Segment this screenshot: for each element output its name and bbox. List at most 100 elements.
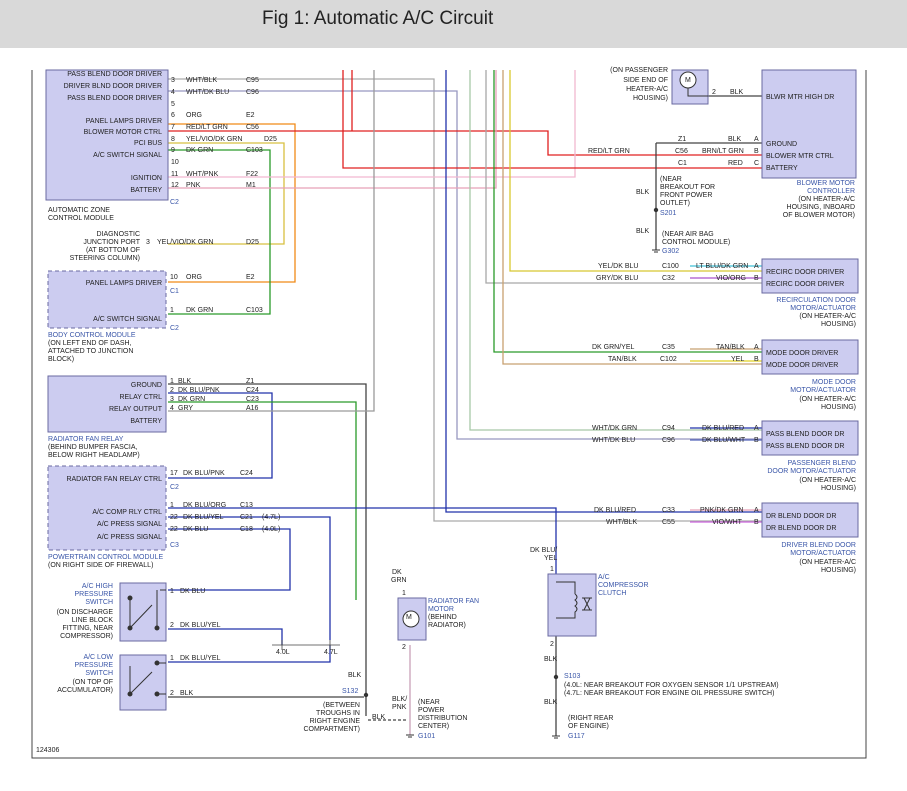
recirc-subcaption: HOUSING): [821, 321, 856, 328]
pcm-wire: DK BLU/PNK: [183, 470, 225, 477]
azc-circuit: C103: [246, 147, 263, 154]
bmc-pin-label: BATTERY: [766, 165, 798, 172]
bmc-subcaption: OF BLOWER MOTOR): [783, 212, 855, 219]
lps-pin: 1: [170, 655, 174, 662]
mode-actuator-box: [761, 339, 859, 375]
mode-right-wire: TAN/BLK: [716, 344, 745, 351]
hps-title: PRESSURE: [74, 591, 113, 598]
bmc-module-box: [761, 69, 857, 179]
bmc-wire: BLK: [728, 136, 742, 143]
hps-pin: 2: [170, 622, 174, 629]
rfr-pin-number: 4: [170, 405, 174, 412]
azc-circuit: C96: [246, 89, 259, 96]
bcm-pin-label: A/C SWITCH SIGNAL: [93, 316, 162, 323]
bcm-connector: C2: [170, 325, 179, 332]
azc-wire-color: WHT/PNK: [186, 171, 219, 178]
s132-dot: [363, 692, 369, 698]
djp-caption: JUNCTION PORT: [83, 239, 140, 246]
djp-circuit: D25: [246, 239, 259, 246]
dbd-left-wire: WHT/BLK: [606, 519, 637, 526]
mode-right-wire: YEL: [731, 356, 744, 363]
mode-circuit: C35: [662, 344, 675, 351]
g302-note: CONTROL MODULE): [662, 239, 730, 246]
rfr-pin-label: GROUND: [131, 382, 162, 389]
rfr-pin-number: 3: [170, 396, 174, 403]
bcm-caption: (ON LEFT END OF DASH,: [48, 340, 132, 347]
dbd-subcaption: HOUSING): [821, 567, 856, 574]
azc-pin-label: PCI BUS: [134, 140, 162, 147]
wire-c95: [168, 78, 762, 522]
s132-wire-out: BLK: [372, 714, 386, 721]
hps-caption: COMPRESSOR): [60, 633, 113, 640]
djp-wire: YEL/VIO/DK GRN: [157, 239, 213, 246]
hps-switch-symbol: [127, 589, 166, 631]
azc-circuit: M1: [246, 182, 256, 189]
pcm-labels: RADIATOR FAN RELAY CTRL A/C COMP RLY CTR…: [48, 470, 280, 569]
g117-ground: [552, 735, 560, 739]
g101-id: G101: [418, 733, 435, 740]
pcm-module-box: [47, 465, 167, 551]
recirc-caption: MOTOR/ACTUATOR: [790, 305, 856, 312]
wire-c33: [445, 70, 762, 513]
pbd-subcaption: (ON HEATER-A/C: [799, 477, 856, 484]
djp-labels: DIAGNOSTIC JUNCTION PORT (AT BOTTOM OF S…: [70, 231, 259, 262]
figure-id: 124306: [36, 747, 59, 754]
rfm-motor-circle: [402, 610, 420, 628]
mode-subcaption: HOUSING): [821, 404, 856, 411]
g117-note: (RIGHT REAR: [568, 715, 613, 722]
rfm-caption: RADIATOR): [428, 622, 466, 629]
pcm-pin-label: RADIATOR FAN RELAY CTRL: [66, 476, 162, 483]
azc-pin-label: A/C SWITCH SIGNAL: [93, 152, 162, 159]
bmc-wire: RED: [728, 160, 743, 167]
recirc-labels: RECIRC DOOR DRIVER RECIRC DOOR DRIVER A …: [596, 263, 856, 328]
pcm-engine-note: (4.7L): [262, 514, 280, 521]
azc-pin-number: 3: [171, 77, 175, 84]
wire-c18: [168, 528, 291, 591]
modules: [45, 69, 859, 711]
azc-pin-number: 9: [171, 147, 175, 154]
bmc-circuit: C1: [678, 160, 687, 167]
acc-title: COMPRESSOR: [598, 582, 649, 589]
rfr-labels: GROUND RELAY CTRL RELAY OUTPUT BATTERY 1…: [48, 378, 259, 459]
azc-pin-number: 6: [171, 112, 175, 119]
pbd-pin-label: PASS BLEND DOOR DR: [766, 431, 844, 438]
wire-rfr-gry: [168, 70, 375, 412]
s132-note: (BETWEEN: [323, 702, 360, 709]
hps-switch-box: [119, 582, 167, 642]
hps-title: SWITCH: [85, 599, 113, 606]
pcm-circuit: C18: [240, 526, 253, 533]
pbd-pin: B: [754, 437, 759, 444]
dbd-caption: DRIVER BLEND DOOR: [781, 542, 856, 549]
pcm-pin-number: 22: [170, 526, 178, 533]
pcm-pin-number: 1: [170, 502, 174, 509]
bcm-caption: BLOCK): [48, 356, 74, 363]
azc-pin-label: PASS BLEND DOOR DRIVER: [67, 71, 162, 78]
lps-switch-symbol: [127, 660, 166, 697]
pbd-pin: A: [754, 425, 759, 432]
hps-wire: DK BLU/YEL: [180, 622, 221, 629]
rfr-module-box: [47, 375, 167, 433]
rfr-circuit: C24: [246, 387, 259, 394]
rfr-wire: GRY: [178, 405, 193, 412]
bmc-splice-wire: RED/LT GRN: [588, 148, 630, 155]
page-title: Fig 1: Automatic A/C Circuit: [262, 8, 494, 29]
blower-motor-symbol: M: [685, 77, 691, 84]
pcm-pin-label: A/C PRESS SIGNAL: [97, 521, 162, 528]
rfr-pin-number: 1: [170, 378, 174, 385]
azc-wire-color: PNK: [186, 182, 201, 189]
pbd-right-wire: DK BLU/RED: [702, 425, 744, 432]
blower-motor-caption: HEATER-A/C: [626, 86, 668, 93]
azc-wire-color: WHT/BLK: [186, 77, 217, 84]
rfr-pin-label: BATTERY: [130, 418, 162, 425]
azc-circuit: F22: [246, 171, 258, 178]
diagram-frame: [31, 70, 867, 759]
lps-wire: DK BLU/YEL: [180, 655, 221, 662]
s103-note: (4.7L: NEAR BREAKOUT FOR ENGINE OIL PRES…: [564, 690, 774, 697]
azc-pin-label: PASS BLEND DOOR DRIVER: [67, 95, 162, 102]
bmc-pin: C: [754, 160, 759, 167]
acc-pin: 2: [550, 641, 554, 648]
s132-wire: BLK: [348, 672, 362, 679]
azc-pin-number: 8: [171, 136, 175, 143]
rfr-wire: BLK: [178, 378, 192, 385]
